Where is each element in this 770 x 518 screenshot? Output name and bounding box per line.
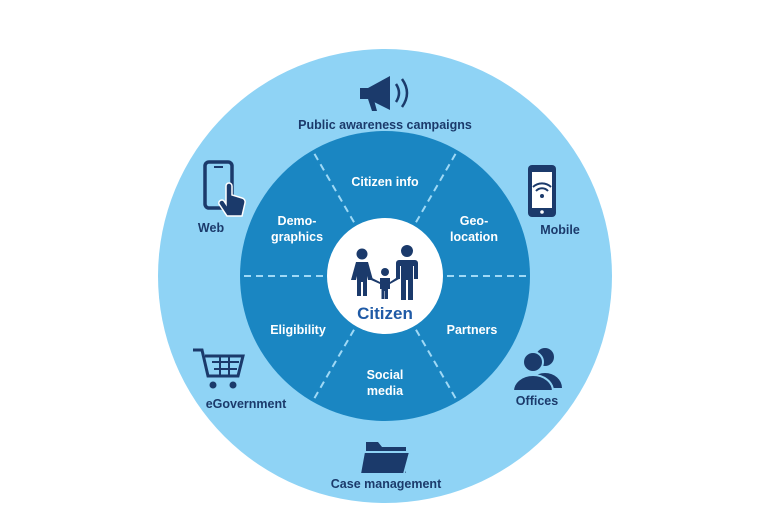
- inner-label-eligibility: Eligibility: [270, 323, 326, 337]
- segment-divider: [415, 151, 458, 223]
- folder-icon: [358, 442, 412, 475]
- segment-dividers: [242, 151, 528, 401]
- outer-label-case-management: Case management: [330, 477, 442, 491]
- inner-label-citizen-info: Citizen info: [351, 175, 419, 189]
- segment-divider: [415, 329, 458, 401]
- megaphone-icon: [360, 76, 409, 111]
- outer-label-egovernment: eGovernment: [205, 397, 287, 411]
- outer-label-mobile: Mobile: [540, 223, 580, 237]
- inner-label-partners: Partners: [446, 323, 498, 337]
- segment-divider: [312, 329, 355, 401]
- touch-tablet-icon: [203, 160, 246, 217]
- mobile-phone-icon: [528, 165, 556, 217]
- outer-label-offices: Offices: [515, 394, 559, 408]
- family-icon: [351, 245, 418, 300]
- inner-label-social-media: Social media: [366, 368, 404, 398]
- inner-label-geo-location: Geo- location: [450, 214, 498, 244]
- segment-divider: [312, 151, 355, 223]
- shopping-cart-icon: [193, 348, 245, 389]
- outer-label-public-awareness-campaigns: Public awareness campaigns: [298, 118, 472, 132]
- inner-label-demographics: Demo- graphics: [270, 214, 324, 244]
- people-icon: [511, 348, 562, 392]
- outer-label-web: Web: [197, 221, 225, 235]
- center-label: Citizen: [357, 304, 413, 323]
